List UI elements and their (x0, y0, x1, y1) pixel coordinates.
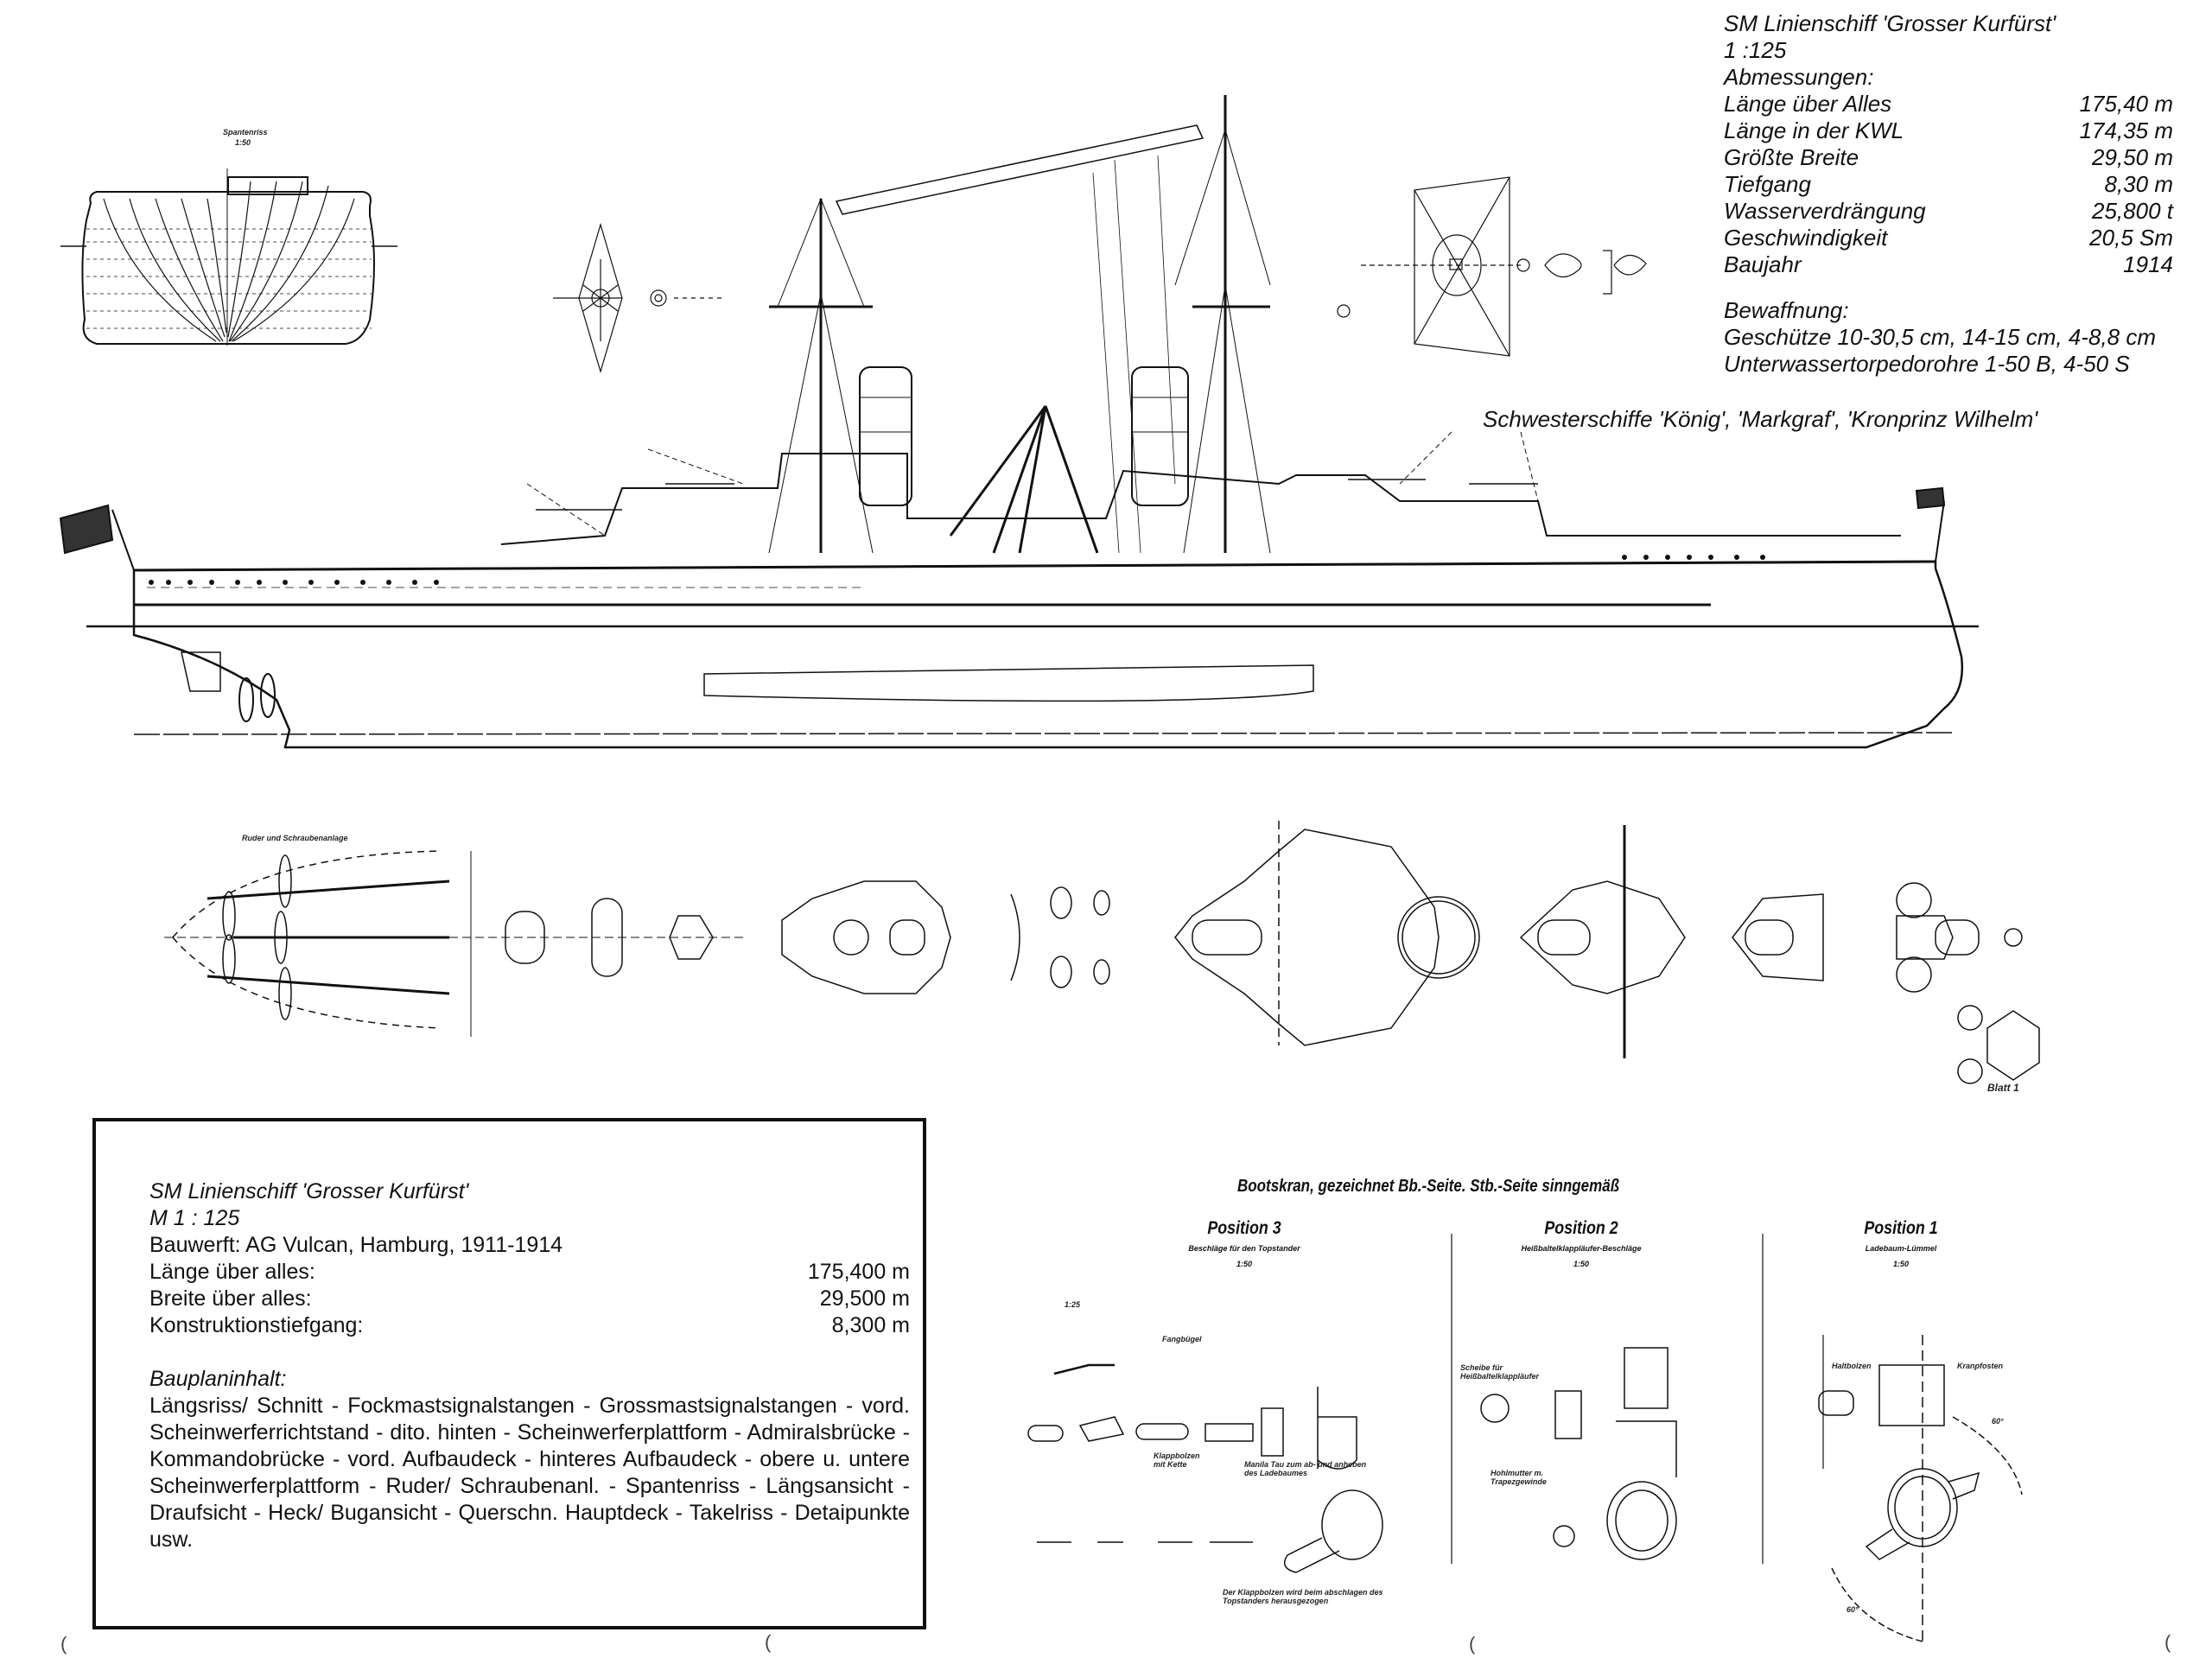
note: Hohlmutter m. Trapezgewinde (1491, 1469, 1547, 1486)
bow-flag (1915, 486, 1946, 510)
scan-mark: ( (60, 1633, 67, 1654)
ship-specifications: SM Linienschiff 'Grosser Kurfürst' 1 :12… (1724, 10, 2173, 378)
stern-flag (59, 504, 114, 555)
info-dimension-row: Konstruktionstiefgang:8,300 m (149, 1313, 910, 1337)
scan-mark: ( (1469, 1633, 1476, 1654)
info-shipyard: Bauwerft: AG Vulcan, Hamburg, 1911-1914 (149, 1233, 563, 1257)
spec-title: SM Linienschiff 'Grosser Kurfürst' (1724, 10, 2056, 36)
angle-label: 60° (1847, 1605, 1859, 1614)
side-elevation (59, 95, 1979, 749)
scan-mark: ( (765, 1631, 772, 1653)
note: Manila Tau zum ab- und anheben des Ladeb… (1244, 1460, 1367, 1477)
boat-crane-title: Bootskran, gezeichnet Bb.-Seite. Stb.-Se… (1237, 1177, 1620, 1196)
boat-crane-details (1027, 1234, 2023, 1642)
note: Klappbolzen mit Kette (1154, 1451, 1200, 1469)
info-title: SM Linienschiff 'Grosser Kurfürst' (149, 1179, 469, 1204)
info-dimension-row: Breite über alles:29,500 m (149, 1286, 910, 1311)
dimensions-heading: Abmessungen: (1724, 64, 1874, 90)
spec-scale: 1 :125 (1724, 37, 1787, 63)
scan-mark: ( (2164, 1631, 2171, 1653)
armament-heading: Bewaffnung: (1724, 297, 1849, 323)
contents-heading: Bauplaninhalt: (149, 1367, 287, 1391)
note: Fangbügel (1162, 1335, 1202, 1343)
note: Scheibe für Heißbaltelklappläufer (1460, 1363, 1540, 1381)
note: 1:25 (1065, 1300, 1081, 1309)
contents-text: Längsriss/ Schnitt - Fockmastsignalstang… (149, 1394, 910, 1552)
position-3: Position 3 Beschläge für den Topstander … (1188, 1218, 1300, 1268)
mast-top-views (553, 176, 1647, 374)
armament-line: Unterwassertorpedorohre 1-50 B, 4-50 S (1724, 351, 2130, 377)
body-plan-label: Spantenriss (223, 128, 268, 137)
note: Haltbolzen (1832, 1362, 1872, 1370)
position-2: Position 2 Heißbaltelklappläufer-Beschlä… (1521, 1218, 1642, 1268)
angle-label: 60° (1992, 1417, 2004, 1426)
portholes (149, 555, 1765, 585)
body-plan-section (60, 168, 397, 346)
stern-plan-label: Ruder und Schraubenanlage (242, 834, 348, 842)
note: Kranpfosten (1957, 1362, 2004, 1370)
info-dimension-row: Länge über alles:175,400 m (149, 1260, 910, 1284)
title-block: SM Linienschiff 'Grosser Kurfürst' M 1 :… (92, 1118, 926, 1629)
position-1: Position 1 Ladebaum-Lümmel 1:50 (1864, 1218, 1938, 1268)
deck-plan-views (164, 821, 2040, 1084)
armament-line: Geschütze 10-30,5 cm, 14-15 cm, 4-8,8 cm (1724, 324, 2156, 350)
body-plan-scale: 1:50 (235, 138, 251, 147)
note: Der Klappbolzen wird beim abschlagen des… (1223, 1588, 1383, 1605)
info-scale: M 1 : 125 (149, 1206, 240, 1230)
sister-ships: Schwesterschiffe 'König', 'Markgraf', 'K… (1483, 406, 2038, 432)
sheet-label: Blatt 1 (1987, 1082, 2019, 1094)
